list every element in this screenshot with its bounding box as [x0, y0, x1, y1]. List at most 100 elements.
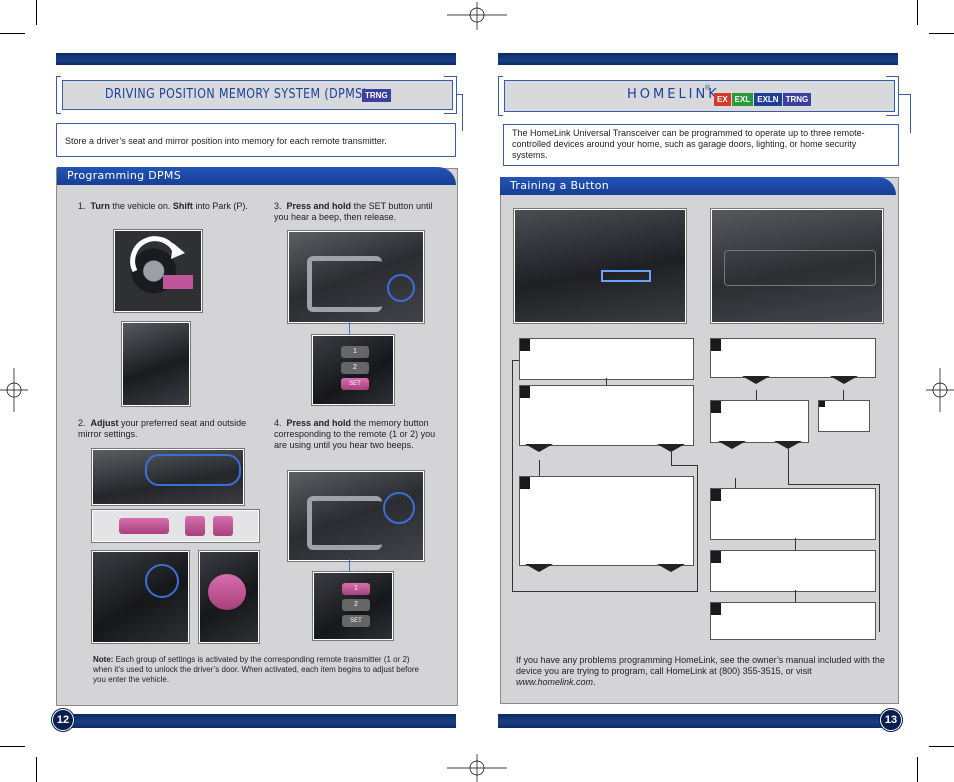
title-bracket [898, 94, 911, 133]
badge-trng: TRNG [362, 89, 391, 102]
highlight-ring [145, 454, 241, 486]
memory-button-1: 1 [342, 583, 370, 595]
flow-step-5 [710, 400, 809, 443]
window-switch-photo [92, 551, 189, 643]
title-bracket [886, 76, 899, 116]
bottom-bar [56, 714, 456, 728]
step-4: 4. Press and hold the memory button corr… [274, 418, 436, 450]
flow-connector [879, 484, 880, 632]
highlight-ring [383, 492, 415, 524]
flow-branch-arrow [742, 376, 770, 384]
crop-mark [0, 33, 25, 34]
flow-step-end [818, 400, 870, 432]
badge-exln: EXLN [754, 93, 782, 106]
flow-step-number [711, 551, 721, 563]
registration-mark-icon [447, 2, 507, 30]
flow-step-2 [519, 385, 694, 446]
door-handle [307, 256, 382, 312]
seat-controls-photo [92, 510, 259, 542]
page-number: 12 [52, 709, 74, 731]
highlight-ring [387, 274, 415, 302]
flow-branch-arrow [657, 564, 685, 572]
flow-step-number [819, 401, 825, 407]
title-bracket [56, 76, 61, 114]
page-number: 13 [880, 709, 902, 731]
registration-mark-icon [0, 368, 28, 412]
flow-connector [788, 449, 789, 485]
flow-step-4 [710, 338, 876, 378]
page-title: HOMELINK [627, 87, 720, 102]
callout-line [349, 559, 350, 572]
intro-text: The HomeLink Universal Transceiver can b… [503, 124, 899, 166]
flow-branch-arrow [525, 564, 553, 572]
crop-mark [36, 0, 37, 25]
registration-mark-icon [926, 368, 954, 412]
homelink-link[interactable]: www.homelink.com [516, 677, 594, 687]
step-2: 2. Adjust your preferred seat and outsid… [78, 418, 247, 439]
flow-step-1 [519, 338, 694, 380]
flow-arrow [671, 452, 672, 466]
title-bracket [456, 94, 463, 131]
flow-arrow [756, 390, 757, 400]
flow-arrow [843, 390, 844, 400]
section-tab: Programming DPMS [57, 167, 456, 185]
note-text: Note: Each group of settings is activate… [93, 655, 419, 684]
crop-mark [0, 746, 25, 747]
title-bracket [444, 76, 457, 114]
flow-loop-line [512, 360, 519, 361]
flow-arrow [735, 478, 736, 488]
seat-cushion-control [119, 518, 169, 534]
callout-line [349, 321, 350, 335]
flow-step-number [520, 477, 530, 489]
memory-buttons-photo-2: 1 2 SET [313, 572, 393, 640]
step-3: 3. Press and hold the SET button until y… [274, 201, 433, 222]
mirror-control-photo [199, 551, 259, 643]
flow-step-number [520, 386, 530, 398]
flow-step-3 [519, 476, 694, 566]
crop-mark [929, 33, 954, 34]
flow-step-number [711, 603, 721, 615]
mirror-adjust-control [208, 574, 246, 610]
door-handle-photo [288, 231, 424, 323]
flow-arrow [671, 465, 698, 466]
flow-branch-arrow [774, 441, 802, 449]
badge-trng: TRNG [782, 93, 812, 106]
help-text: If you have any problems programming Hom… [516, 655, 885, 687]
flow-branch-arrow [718, 441, 746, 449]
flow-step-number [520, 339, 530, 351]
flow-step-8 [710, 602, 876, 640]
flow-branch-arrow [525, 444, 553, 452]
flow-step-number [711, 339, 721, 351]
seat-lumbar-control [185, 516, 205, 536]
door-handle-photo-2 [288, 471, 424, 561]
memory-button-1: 1 [341, 346, 369, 358]
highlight-ring [145, 564, 179, 598]
flow-step-6 [710, 488, 876, 540]
top-bar [56, 53, 456, 65]
overhead-console-photo [514, 209, 686, 323]
badge-ex: EX [714, 93, 731, 106]
set-button: SET [341, 378, 369, 390]
flow-branch-arrow [657, 444, 685, 452]
flow-arrow [795, 538, 796, 550]
top-bar [498, 53, 898, 65]
flow-loop-line [512, 360, 513, 592]
step-1: 1. Turn the vehicle on. Shift into Park … [78, 201, 248, 211]
flow-arrow [795, 590, 796, 602]
homelink-buttons [724, 250, 876, 286]
memory-button-2: 2 [342, 599, 370, 611]
bottom-bar [498, 714, 898, 728]
seat-back-control [213, 516, 233, 536]
flow-connector [697, 466, 698, 592]
door-controls-photo [92, 449, 244, 505]
page-title: DRIVING POSITION MEMORY SYSTEM (DPMS) [105, 87, 368, 102]
crop-mark [917, 0, 918, 25]
flow-step-number [711, 401, 721, 413]
memory-buttons-photo: 1 2 SET [312, 335, 394, 405]
registered-mark: ® [705, 85, 711, 92]
flow-step-7 [710, 550, 876, 592]
set-button: SET [342, 615, 370, 627]
badge-exl: EXL [731, 93, 754, 106]
homelink-buttons-closeup-photo [711, 209, 883, 323]
